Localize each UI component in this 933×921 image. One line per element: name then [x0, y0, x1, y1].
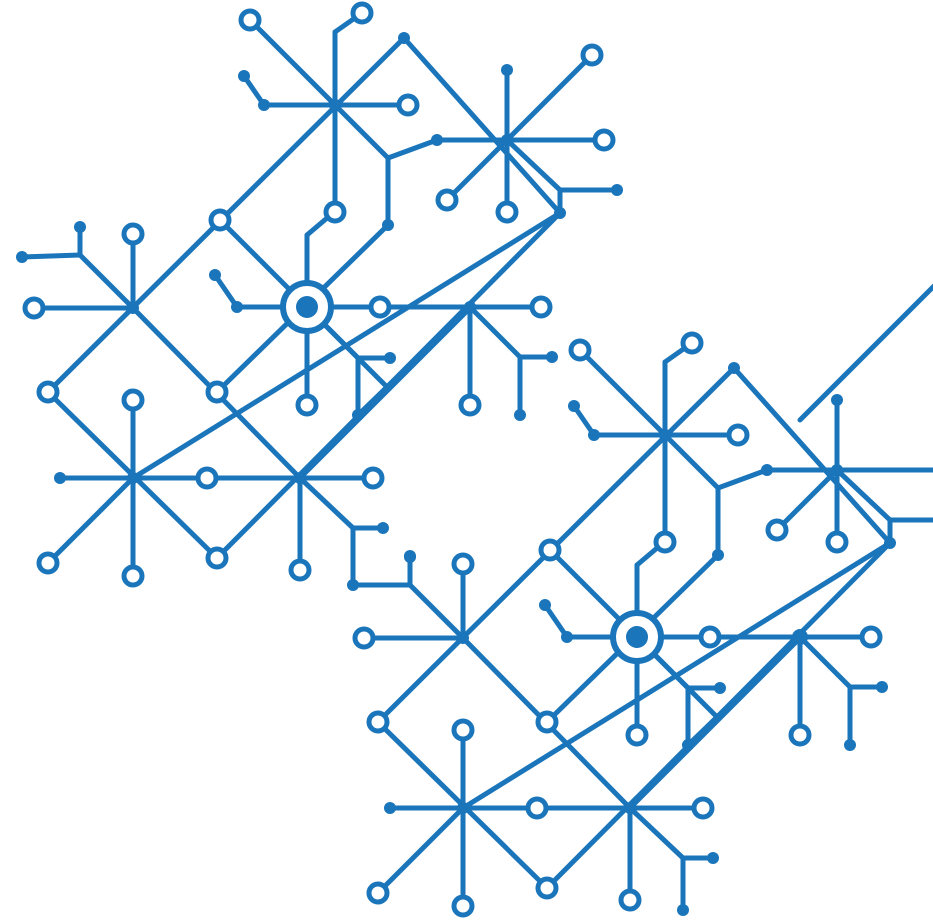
node-star-lower-center [300, 478, 410, 585]
node-star-lower-center-lower [630, 808, 713, 910]
node-star-upper-right [437, 55, 617, 213]
hub-node-lower [613, 613, 661, 661]
node-star-left-lower [364, 557, 463, 638]
node-star-left [22, 227, 133, 308]
circuit-cluster-upper [16, 4, 623, 591]
hub-node-upper [283, 283, 331, 331]
node-star-upper-right-lower [767, 400, 933, 543]
circuit-cluster-lower [355, 270, 933, 916]
